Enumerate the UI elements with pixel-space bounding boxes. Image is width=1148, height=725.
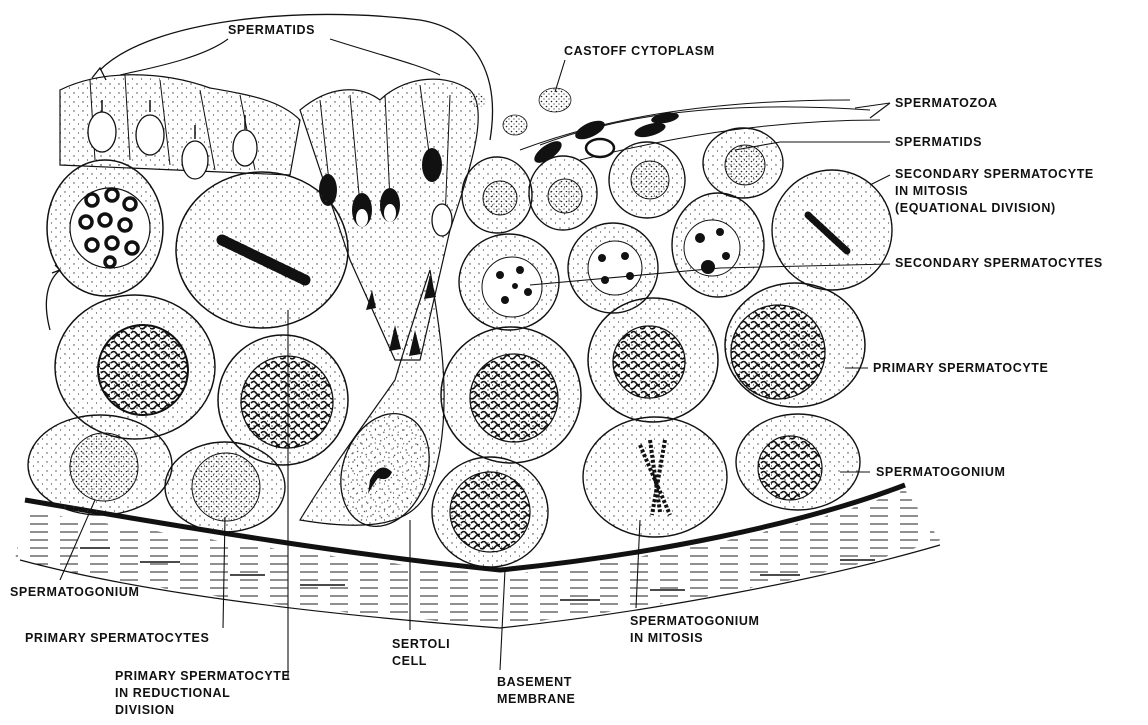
label-secondary-spermatocytes: SECONDARY SPERMATOCYTES (895, 255, 1103, 272)
castoff-cytoplasm (470, 88, 571, 135)
label-spermatids-right: SPERMATIDS (895, 134, 982, 151)
label-primary-spermatocytes: PRIMARY SPERMATOCYTES (25, 630, 209, 647)
label-line: (EQUATIONAL DIVISION) (895, 200, 1094, 217)
label-spermatogonium-right: SPERMATOGONIUM (876, 464, 1005, 481)
label-line: PRIMARY SPERMATOCYTE (115, 668, 290, 685)
label-line: IN MITOSIS (895, 183, 1094, 200)
spermatozoa-group (520, 100, 880, 167)
label-line: IN REDUCTIONAL (115, 685, 290, 702)
label-spermatogonium-left: SPERMATOGONIUM (10, 584, 139, 601)
label-line: SECONDARY SPERMATOCYTE (895, 166, 1094, 183)
label-primary-spermatocyte-reductional: PRIMARY SPERMATOCYTE IN REDUCTIONAL DIVI… (115, 668, 290, 719)
label-spermatogonium-mitosis: SPERMATOGONIUM IN MITOSIS (630, 613, 759, 647)
label-line: MEMBRANE (497, 691, 575, 708)
label-castoff-cytoplasm: CASTOFF CYTOPLASM (564, 43, 715, 60)
label-basement-membrane: BASEMENT MEMBRANE (497, 674, 575, 708)
label-line: DIVISION (115, 702, 290, 719)
label-line: SERTOLI (392, 636, 450, 653)
primary-spermatocyte-cell (47, 160, 163, 296)
label-secondary-spermatocyte-mitosis: SECONDARY SPERMATOCYTE IN MITOSIS (EQUAT… (895, 166, 1094, 217)
label-spermatids-top: SPERMATIDS (228, 22, 315, 39)
label-primary-spermatocyte: PRIMARY SPERMATOCYTE (873, 360, 1048, 377)
reductional-division-cell (176, 172, 348, 328)
label-spermatozoa: SPERMATOZOA (895, 95, 998, 112)
label-line: SPERMATOGONIUM (630, 613, 759, 630)
label-line: BASEMENT (497, 674, 575, 691)
label-line: CELL (392, 653, 450, 670)
label-sertoli-cell: SERTOLI CELL (392, 636, 450, 670)
label-line: IN MITOSIS (630, 630, 759, 647)
